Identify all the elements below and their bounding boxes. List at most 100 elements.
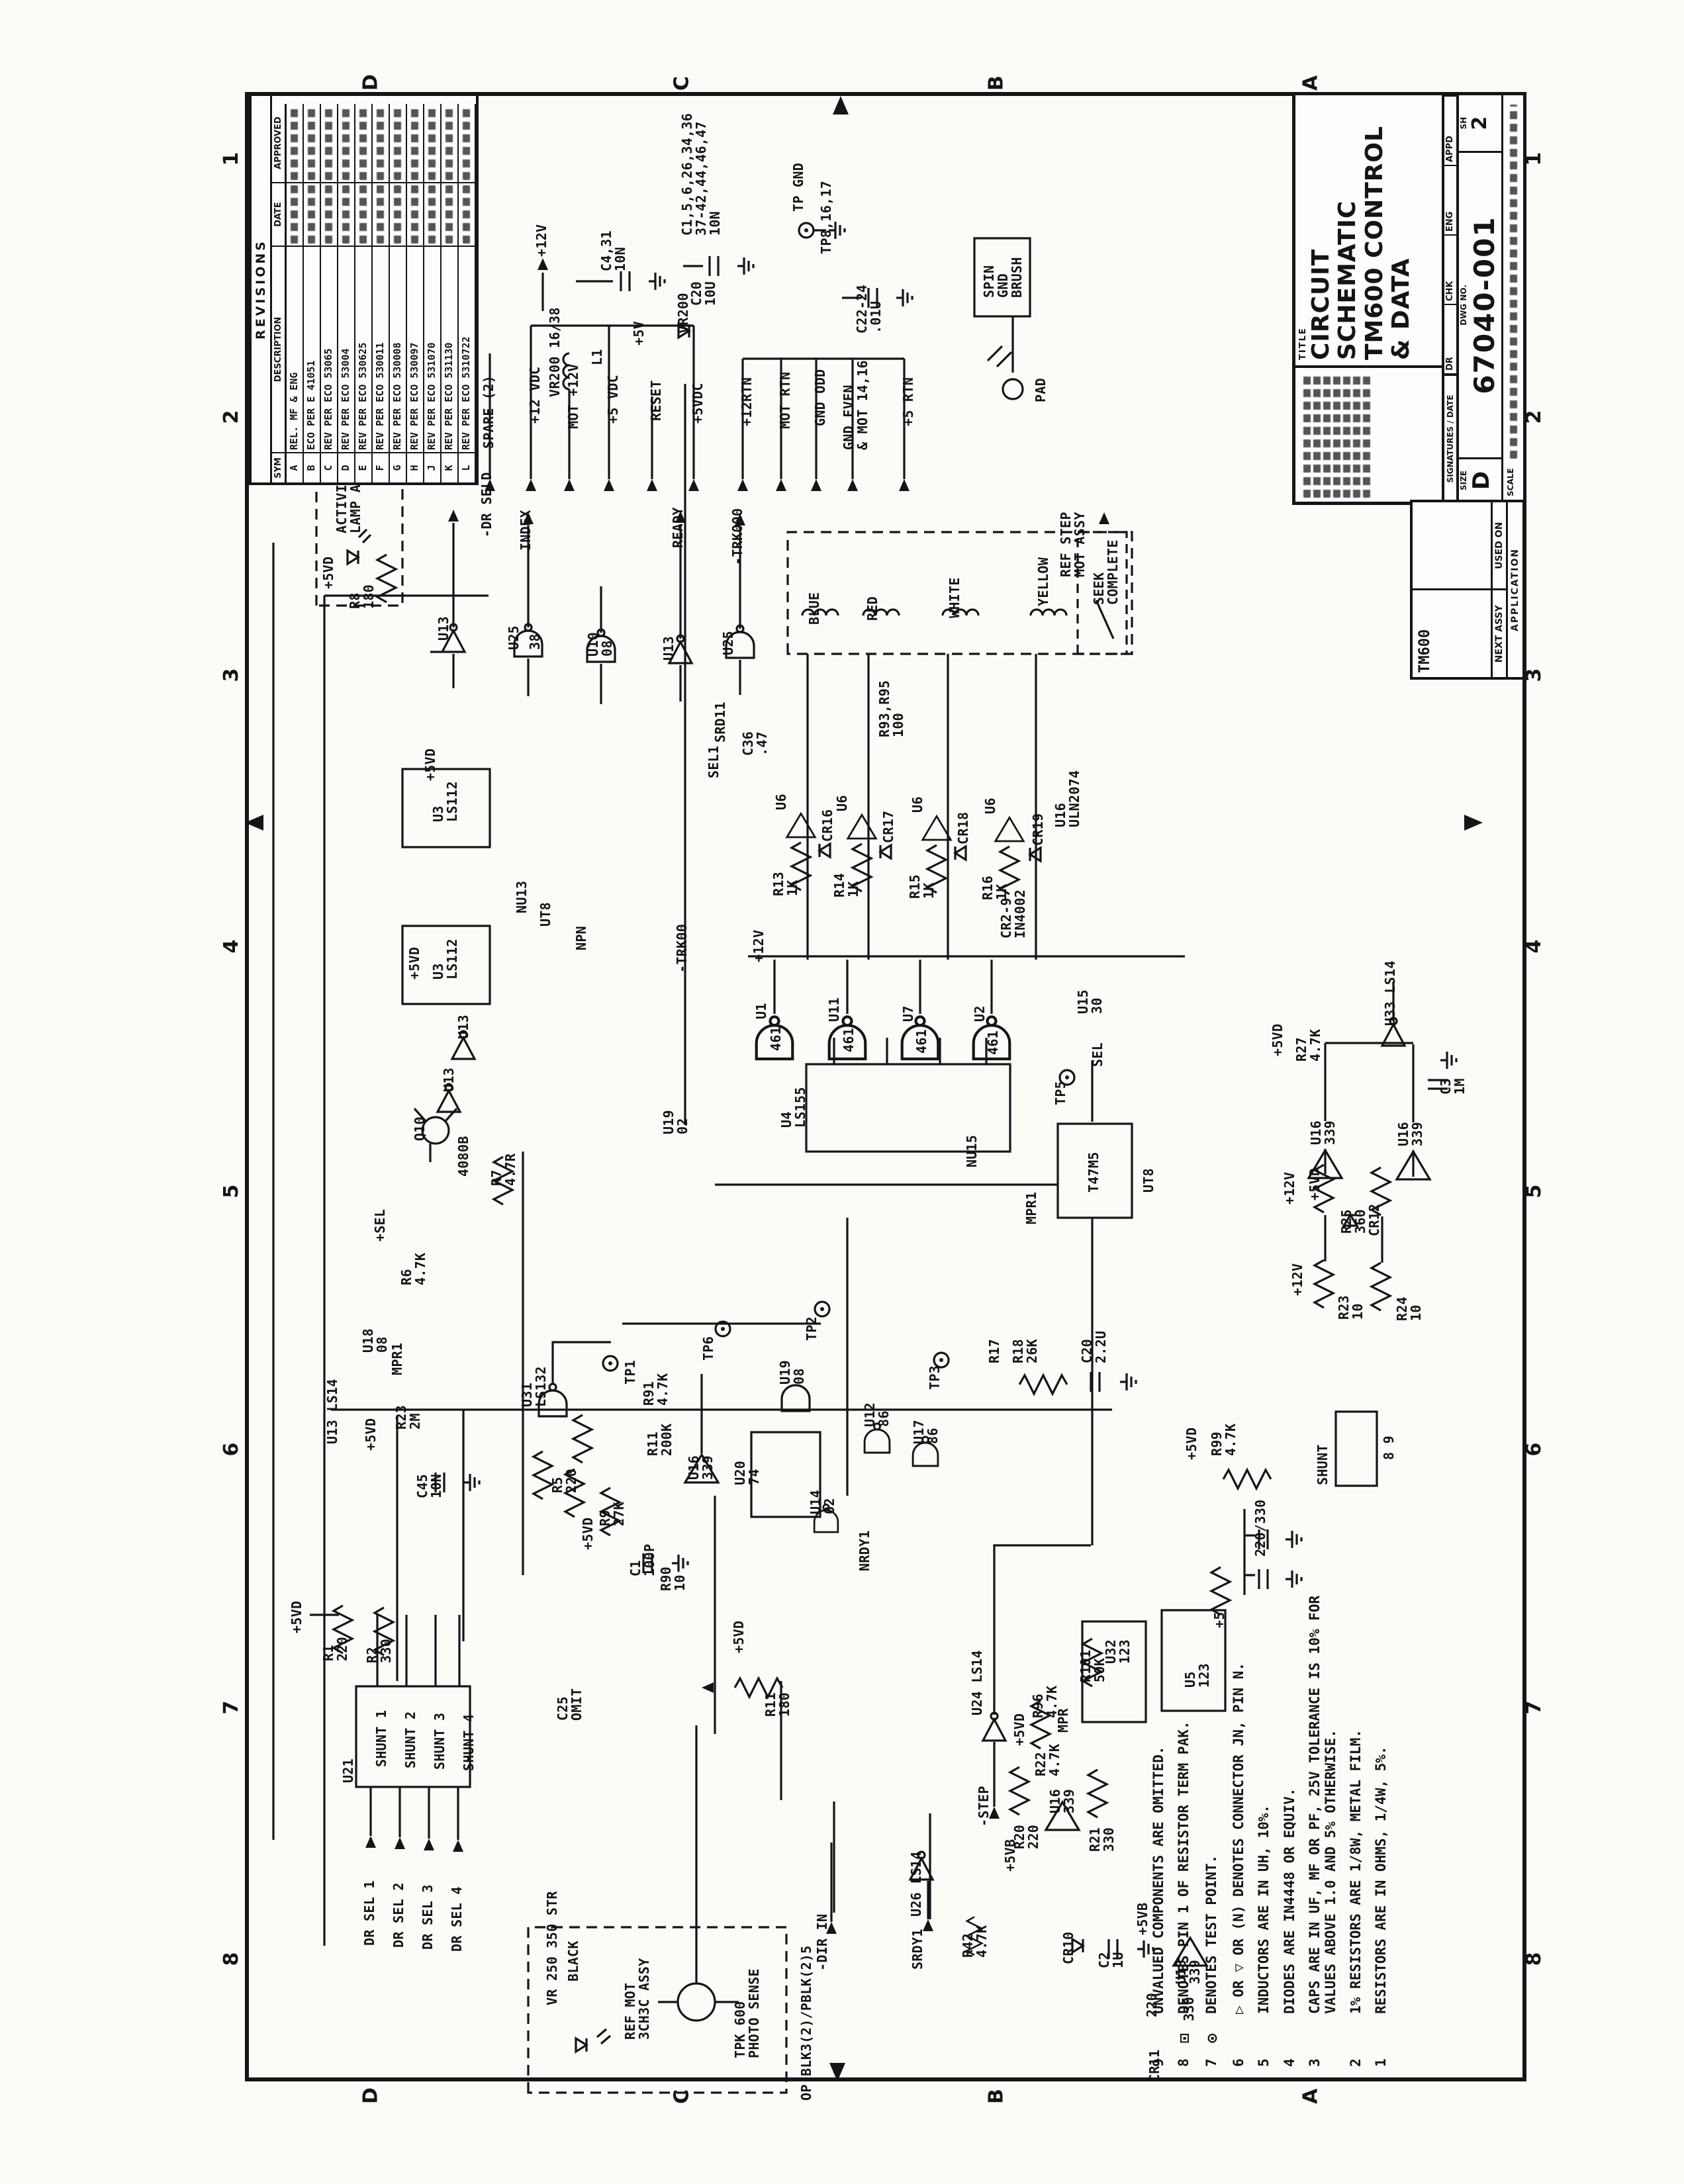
- revision-column-header: DATE: [272, 182, 287, 246]
- component-label: NU15: [964, 1134, 980, 1167]
- component-label: BLACK: [565, 1940, 581, 1981]
- note-symbol-icon: [1150, 2021, 1166, 2043]
- component-label: C1 100P: [628, 1543, 658, 1576]
- next-assy-value: TM600: [1413, 588, 1491, 677]
- component-label: UT8: [1141, 1167, 1156, 1193]
- component-label: SEL1: [706, 745, 722, 778]
- note-number: 9: [1150, 2058, 1166, 2067]
- component-label: U3 LS112: [430, 938, 461, 979]
- component-label: U16 339: [1395, 1121, 1426, 1146]
- component-label: TP8,16,17: [818, 180, 834, 254]
- component-label: U6: [910, 796, 925, 813]
- note-number: 5: [1256, 2058, 1272, 2067]
- note-symbol-icon: [1231, 2021, 1246, 2043]
- component-label: C25 OMIT: [555, 1688, 585, 1721]
- component-label: U15 30: [1075, 989, 1105, 1014]
- component-label: TP GND: [790, 162, 806, 212]
- component-label: U16 339: [686, 1455, 716, 1480]
- component-label: U16 339: [1047, 1788, 1078, 1813]
- component-label: SHUNT: [1315, 1444, 1331, 1485]
- component-label: R5 220: [549, 1468, 580, 1493]
- component-label: R2 330: [364, 1638, 395, 1663]
- component-label: CR18: [955, 811, 971, 844]
- revision-table-title: REVISIONS: [252, 96, 272, 482]
- component-label: VR200 16/38: [547, 307, 563, 397]
- note-item: 4 DIODES ARE IN4448 OR EQUIV.: [1282, 1564, 1297, 2067]
- component-label: U12 86: [862, 1402, 892, 1427]
- revision-sym: F: [373, 452, 390, 482]
- note-symbol-icon: [1307, 2021, 1338, 2043]
- component-label: R23 2M: [393, 1404, 424, 1430]
- size-label: SIZE: [1459, 471, 1468, 491]
- note-number: 6: [1231, 2058, 1247, 2067]
- component-label: +12V: [1282, 1171, 1297, 1205]
- component-label: +5VB: [1135, 1902, 1150, 1935]
- component-label: +12V: [1289, 1263, 1305, 1296]
- component-label: U32 123: [1103, 1639, 1133, 1664]
- component-label: C2 1U: [1096, 1952, 1127, 1968]
- component-label: +5 RTN: [900, 377, 916, 426]
- component-label: U1: [753, 1003, 769, 1019]
- component-label: -DIR IN: [814, 1913, 830, 1971]
- signature-row: APPD: [1444, 95, 1456, 165]
- revision-description: REV PER ECO 531070: [424, 246, 442, 452]
- zone-number: 4: [1522, 939, 1546, 954]
- note-text: DENOTES PIN 1 OF RESISTOR TERM PAK.: [1176, 1721, 1192, 2014]
- component-label: +5VD: [320, 556, 336, 589]
- component-label: U21: [340, 1758, 356, 1783]
- component-label: U13: [436, 615, 451, 641]
- signature-row: ENG: [1444, 165, 1456, 234]
- component-label: READY: [670, 507, 686, 548]
- component-label: +5VD: [422, 748, 438, 781]
- revision-row: D REV PER ECO 53004: [338, 96, 355, 482]
- dwg-no-value: 67040-001: [1468, 216, 1501, 394]
- revision-approved: [373, 104, 390, 182]
- note-text: ▷ OR ▽ OR (N) DENOTES CONNECTOR JN, PIN …: [1231, 1662, 1247, 2014]
- component-label: U14 02: [808, 1489, 838, 1514]
- note-number: 8: [1176, 2058, 1192, 2067]
- note-text: INDUCTORS ARE IN UH, 10%.: [1256, 1804, 1272, 2014]
- revision-description: ECO PER E 41051: [304, 246, 321, 452]
- note-number: 7: [1203, 2058, 1219, 2067]
- revision-approved: [287, 104, 304, 182]
- component-label: U16 339: [1308, 1120, 1338, 1145]
- revision-date: [321, 182, 338, 246]
- component-label: R13 1K: [771, 871, 801, 896]
- component-label: R101 50K: [1078, 1649, 1108, 1682]
- component-label: NRDY1: [857, 1530, 872, 1571]
- revision-row: L REV PER ECO 5310722: [459, 96, 476, 482]
- component-label: YELLOW: [1035, 557, 1051, 606]
- note-item: 3 CAPS ARE IN UF, MF OR PF, 25V TOLERANC…: [1307, 1564, 1338, 2067]
- component-label: R21 330: [1087, 1827, 1117, 1852]
- revision-sym: C: [321, 452, 338, 482]
- revision-sym: H: [407, 452, 424, 482]
- component-label: 8 9: [1381, 1435, 1397, 1460]
- note-number: 1: [1373, 2058, 1389, 2067]
- component-label: -DR SELD: [479, 472, 494, 537]
- dwg-no-label: DWG NO.: [1459, 285, 1468, 326]
- revision-date: [287, 182, 304, 246]
- component-label: NU13: [514, 880, 530, 913]
- revision-approved: [442, 104, 459, 182]
- component-label: +12 VDC: [527, 366, 543, 424]
- component-label: U13: [441, 1067, 457, 1092]
- component-label: R11 180: [763, 1692, 793, 1717]
- signature-row: CHK: [1444, 234, 1456, 304]
- component-label: U3 LS112: [430, 781, 461, 822]
- revision-description: REV PER ECO 530097: [407, 246, 424, 452]
- component-label: +5VB: [1002, 1839, 1018, 1872]
- note-symbol-icon: [1256, 2021, 1272, 2043]
- revision-row: B ECO PER E 41051: [304, 96, 321, 482]
- component-label: +5VD: [1011, 1713, 1027, 1746]
- component-label: GND EVEN & MOT 14,16: [841, 360, 871, 450]
- component-label: TP3: [927, 1365, 943, 1390]
- component-label: MOT RTN: [777, 371, 793, 429]
- note-number: 2: [1348, 2058, 1364, 2067]
- revision-column-header: DESCRIPTION: [272, 246, 287, 452]
- revision-date: [459, 182, 476, 246]
